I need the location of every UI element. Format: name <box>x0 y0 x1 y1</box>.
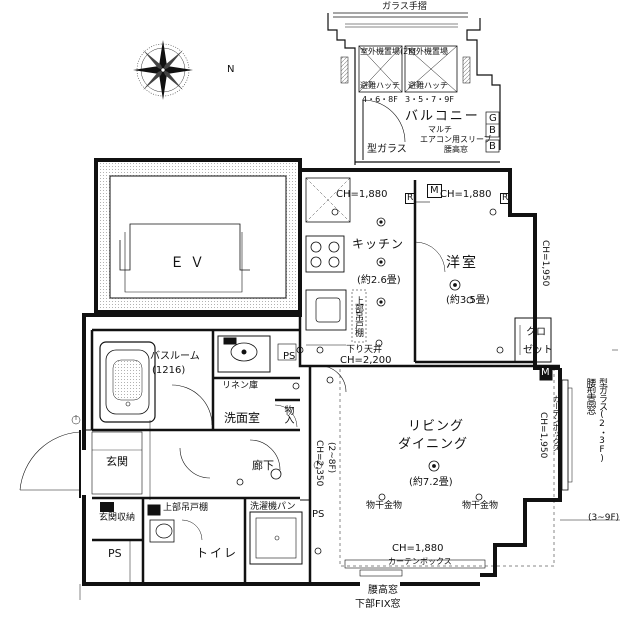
ps-mid-label: PS <box>312 509 325 520</box>
hatch-1-floors-label: 4・6・8F <box>362 95 398 104</box>
western-size-label: (約3.5畳) <box>446 295 490 306</box>
toilet-fixture <box>129 504 203 584</box>
washer-pan-label: 洗濯機パン <box>250 502 296 512</box>
bottom-window-label-1: 腰高窓 <box>368 585 398 596</box>
hallway-doors <box>84 365 347 501</box>
ceiling-drop-height: CH=2,200 <box>340 355 392 366</box>
hallway-floors: (2~8F) <box>326 442 336 474</box>
waist-window-top-label: 腰高窓 <box>444 145 468 154</box>
entrance-area <box>19 420 151 512</box>
fixture-2-label: 物干金物 <box>462 501 499 511</box>
kitchen-ceiling-height: CH=1,880 <box>336 189 388 200</box>
m-marker-living: M <box>541 367 550 378</box>
balcony-area <box>327 12 501 165</box>
balcony-label: バルコニー <box>405 109 480 124</box>
ps-upper-label: PS <box>283 351 296 362</box>
r-marker-left: R <box>405 193 416 204</box>
linen-closet-label: リネン庫 <box>222 381 259 391</box>
western-side-ceiling-height: CH=1,950 <box>540 240 550 287</box>
hallway-ceiling-height: CH=2,350 <box>314 440 324 487</box>
bathtub <box>99 341 156 423</box>
aircon-space-1-label: 室外機置場(2F) <box>360 47 416 56</box>
ceiling-lights <box>236 208 504 555</box>
side-window-label: 腰型高窓 <box>584 378 595 414</box>
upper-cabinet-toilet-label: 上部吊戸棚 <box>163 503 209 513</box>
multi-outlet-label: マルチ <box>428 125 452 134</box>
ps-lower-label: PS <box>108 547 122 560</box>
side-floors-label: (3~9F) <box>588 513 620 523</box>
washer-pan <box>249 511 303 565</box>
living-side-ceiling-height: CH=1,950 <box>538 412 548 459</box>
washroom-fixtures <box>171 335 298 428</box>
upper-storage-kitchen-label: 上部吊戸棚 <box>353 296 363 336</box>
ceiling-drop-label: 下り天井 <box>346 345 383 355</box>
bottom-ceiling-height: CH=1,880 <box>392 543 444 554</box>
kitchen-label: キッチン <box>352 237 405 251</box>
b-box-label: B <box>489 141 496 152</box>
side-glass-type-label: 型ガラス(2・3F) <box>597 378 607 463</box>
r-marker-right: R <box>500 193 511 204</box>
living-room-details <box>339 365 573 577</box>
elevator-shaft <box>94 158 302 314</box>
entrance-label: 玄関 <box>106 455 128 468</box>
bathroom-label: バスルーム <box>150 351 200 362</box>
gb-g-label: G <box>489 113 497 124</box>
sleeve-label: エアコン用スリーブ <box>420 135 492 144</box>
closet-area <box>414 201 552 363</box>
dining-label: ダイニング <box>398 437 469 452</box>
closet-label-2: ゼット <box>523 345 553 356</box>
gb-b-label: B <box>489 125 496 136</box>
hallway-label: 廊下 <box>252 459 274 472</box>
aircon-space-2-label: 室外機置場 <box>408 47 448 56</box>
fixture-1-label: 物干金物 <box>366 501 403 511</box>
dimension-markers <box>71 349 620 600</box>
living-label: リビング <box>408 419 465 434</box>
hatch-1-label: 避難ハッチ <box>360 81 400 90</box>
compass-north-label: N <box>227 64 235 75</box>
glass-railing-label: ガラス手摺 <box>382 2 427 12</box>
curtain-box-side-label: カーテンボックス <box>552 395 561 451</box>
glass-type-top-label: 型ガラス <box>367 144 407 155</box>
bath-size-label: (1216) <box>152 365 186 376</box>
kitchen-fixtures <box>305 177 367 346</box>
elevator-label: ＥＶ <box>170 255 210 271</box>
m-marker-top: M <box>427 184 442 198</box>
closet-label-1: クロ <box>526 327 546 338</box>
western-room-label: 洋室 <box>446 255 478 271</box>
kitchen-size-label: (約2.6畳) <box>357 275 401 286</box>
washroom-label: 洗面室 <box>224 411 261 425</box>
toilet-label: トイレ <box>196 546 239 560</box>
western-ceiling-height: CH=1,880 <box>440 189 492 200</box>
bottom-window-label-2: 下部FIX窓 <box>355 599 401 610</box>
shoe-storage-label: 玄関収納 <box>99 513 136 523</box>
compass-rose-icon <box>133 40 193 100</box>
curtain-box-bottom-label: カーテンボックス <box>388 557 452 566</box>
hatch-2-floors-label: 3・5・7・9F <box>405 95 454 104</box>
storage-label: 物入 <box>282 405 293 423</box>
hatch-2-label: 避難ハッチ <box>408 81 448 90</box>
living-size-label: (約7.2畳) <box>409 477 453 488</box>
